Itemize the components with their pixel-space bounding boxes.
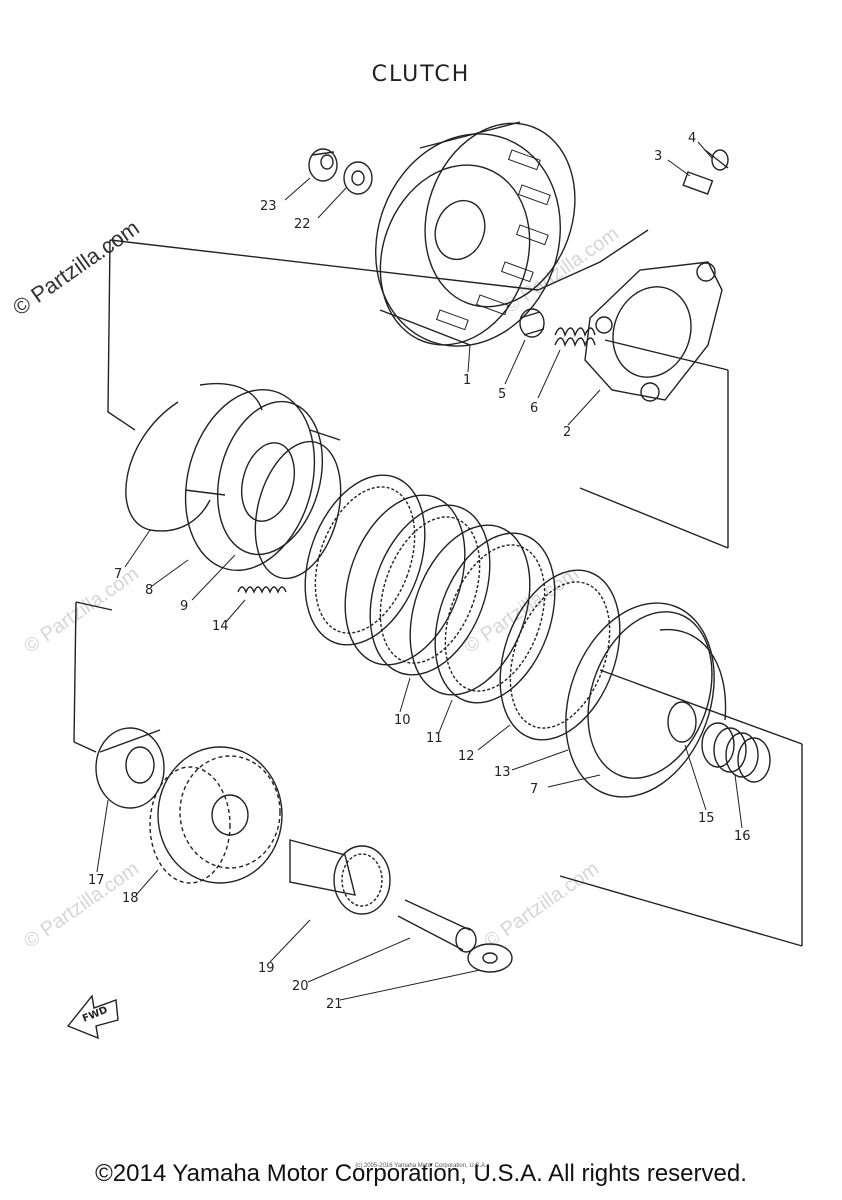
callout-20: 20 <box>292 979 309 994</box>
callout-21: 21 <box>326 997 343 1012</box>
callout-23: 23 <box>260 199 277 214</box>
pressure-plate <box>565 602 727 798</box>
leader-lines <box>96 141 743 1001</box>
callout-5: 5 <box>498 387 506 402</box>
clutch-spring <box>701 722 771 783</box>
callout-15: 15 <box>698 811 715 826</box>
lock-washer <box>343 161 373 195</box>
friction-plate-stack <box>304 474 621 741</box>
clutch-boss <box>184 382 341 572</box>
driven-plate <box>584 261 723 402</box>
callout-14: 14 <box>212 619 229 634</box>
group-outline-lower <box>73 601 803 947</box>
callout-13: 13 <box>494 765 511 780</box>
clutch-housing <box>375 121 576 347</box>
diagram-title: CLUTCH <box>371 62 471 87</box>
callout-7: 7 <box>530 782 538 797</box>
callout-9: 9 <box>180 599 188 614</box>
coil-spring <box>554 327 596 348</box>
spring-seat <box>667 701 697 743</box>
footer-small-copyright: (c) 2005-2016 Yamaha Motor Corporation, … <box>355 1163 487 1169</box>
thrust-washer <box>467 943 513 973</box>
damper-spring <box>237 586 287 594</box>
callout-2: 2 <box>563 425 571 440</box>
callout-10: 10 <box>394 713 411 728</box>
callout-18: 18 <box>122 891 139 906</box>
gear-shaft <box>289 839 391 915</box>
callout-12: 12 <box>458 749 475 764</box>
callout-1: 1 <box>463 373 471 388</box>
forward-direction-arrow: FWD <box>66 994 119 1040</box>
pin-assembly <box>682 149 729 195</box>
circlip <box>125 401 211 532</box>
callout-16: 16 <box>734 829 751 844</box>
castle-nut <box>95 727 165 809</box>
primary-drive-gear <box>149 746 283 884</box>
retaining-ring <box>254 440 342 580</box>
callout-17: 17 <box>88 873 105 888</box>
callout-11: 11 <box>426 731 443 746</box>
callout-numbers: 1 2 3 4 5 6 7 7 8 9 10 11 12 13 14 15 16… <box>88 131 751 1012</box>
footer-copyright: ©2014 Yamaha Motor Corporation, U.S.A. A… <box>95 1160 747 1187</box>
collar <box>519 308 545 338</box>
nut <box>308 148 338 182</box>
callout-3: 3 <box>654 149 662 164</box>
callout-7: 7 <box>114 567 122 582</box>
callout-8: 8 <box>145 583 153 598</box>
callout-22: 22 <box>294 217 311 232</box>
group-outline-upper <box>107 229 729 549</box>
callout-4: 4 <box>688 131 696 146</box>
callout-6: 6 <box>530 401 538 416</box>
callout-19: 19 <box>258 961 275 976</box>
push-rod <box>397 899 477 953</box>
